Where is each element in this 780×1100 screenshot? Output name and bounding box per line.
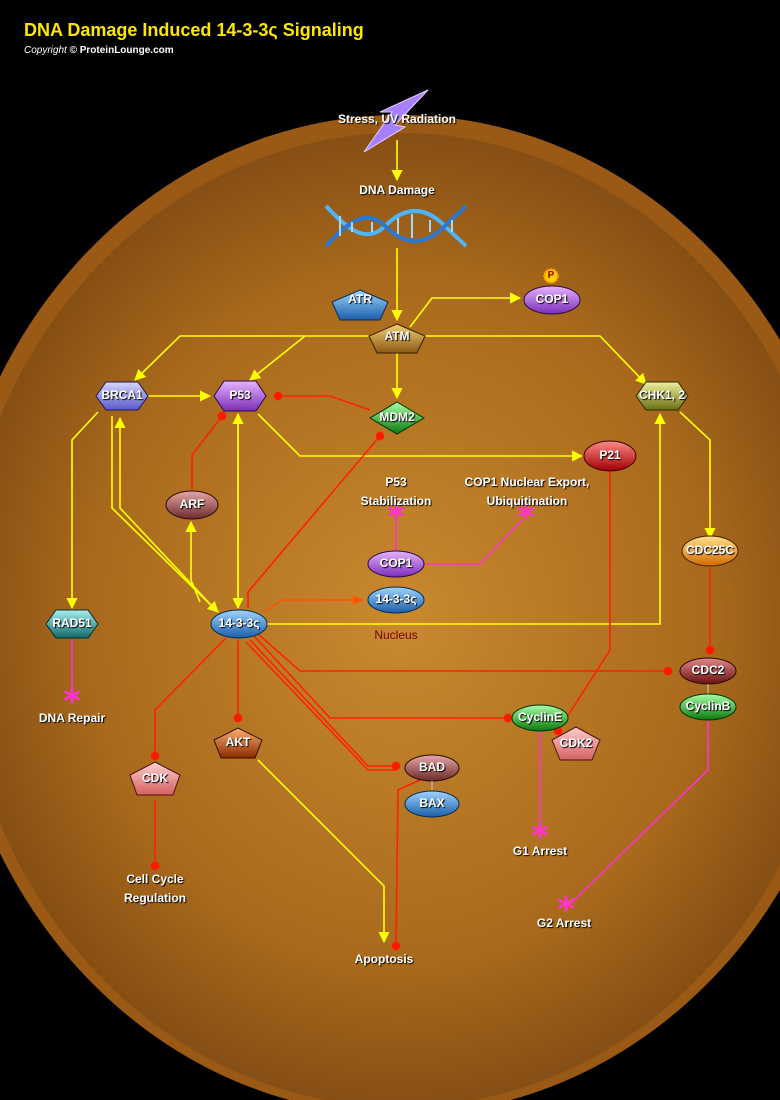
dna-damage-label: DNA Damage	[359, 183, 435, 197]
arf-label: ARF	[179, 497, 205, 511]
cell-cycle-line1: Cell Cycle	[126, 872, 184, 886]
cdk2-label: CDK2	[559, 736, 593, 750]
node-atm[interactable]	[368, 323, 426, 354]
outcome-edges	[71, 519, 709, 907]
activation-edges	[66, 140, 716, 944]
asterisk-icon: *	[557, 890, 575, 930]
node-cdk2[interactable]	[551, 726, 601, 761]
phospho-badge	[543, 268, 559, 284]
dna-repair-label: DNA Repair	[38, 711, 106, 725]
node-cyclinb[interactable]	[679, 693, 737, 721]
brca1-label: BRCA1	[101, 388, 143, 402]
bax-label: BAX	[419, 796, 445, 810]
p53-label: P53	[229, 388, 251, 402]
cdc2-label: CDC2	[691, 663, 725, 677]
node-brca1[interactable]	[95, 381, 149, 411]
node-cop1-mid[interactable]	[367, 550, 425, 578]
atm-label: ATM	[384, 329, 410, 343]
export-arrow	[263, 595, 363, 613]
node-cdc25c[interactable]	[681, 535, 739, 567]
cell-cytoplasm	[0, 133, 780, 1100]
cycline-label: CyclinE	[517, 710, 563, 724]
node-cycline[interactable]	[511, 704, 569, 732]
cdc25c-label: CDC25C	[685, 543, 735, 557]
inhibition-edges	[150, 391, 715, 951]
g1-arrest-label: G1 Arrest	[512, 844, 568, 858]
p21-label: P21	[599, 448, 621, 462]
cop1-export-line1: COP1 Nuclear Export,	[464, 475, 590, 489]
asterisk-icon: *	[387, 498, 405, 538]
cop1-export-line2: Ubiquitination	[486, 494, 568, 508]
node-akt[interactable]	[213, 727, 263, 759]
node-p53[interactable]	[213, 380, 267, 412]
sigma-main-label: 14-3-3ς	[218, 616, 260, 630]
lightning-icon	[363, 89, 429, 153]
atr-label: ATR	[348, 292, 372, 306]
g2-arrest-label: G2 Arrest	[536, 916, 592, 930]
asterisk-icons: * * * * *	[63, 498, 575, 930]
cop1-top-label: COP1	[535, 292, 569, 306]
node-cdk[interactable]	[129, 761, 181, 796]
node-p21[interactable]	[583, 440, 637, 472]
asterisk-icon: *	[531, 817, 549, 857]
node-atr[interactable]	[331, 289, 389, 321]
node-sigma-main[interactable]	[210, 609, 268, 639]
mdm2-label: MDM2	[379, 410, 415, 424]
node-sigma-mid[interactable]	[367, 586, 425, 614]
nucleus-label: Nucleus	[374, 628, 418, 642]
phospho-label: P	[547, 270, 555, 281]
asterisk-icon: *	[63, 682, 81, 722]
node-bax[interactable]	[404, 790, 460, 818]
bad-label: BAD	[419, 760, 445, 774]
chk12-label: CHK1, 2	[638, 388, 686, 402]
cell-cycle-line2: Regulation	[124, 891, 186, 905]
asterisk-icon: *	[517, 498, 535, 538]
rad51-label: RAD51	[52, 616, 92, 630]
cyclinb-label: CyclinB	[685, 699, 731, 713]
copyright: Copyright © ProteinLounge.com	[24, 45, 174, 56]
cdk-label: CDK	[142, 771, 168, 785]
cop1-mid-label: COP1	[379, 556, 413, 570]
node-chk12[interactable]	[635, 381, 689, 411]
p53-stabilization-line1: P53	[385, 475, 407, 489]
node-rad51[interactable]	[45, 609, 99, 639]
p53-stabilization-line2: Stabilization	[360, 494, 432, 508]
copyright-suffix: © ProteinLounge.com	[69, 45, 174, 56]
node-cop1-top[interactable]	[523, 285, 581, 315]
dna-helix-icon	[324, 204, 468, 248]
node-mdm2[interactable]	[369, 401, 425, 435]
node-arf[interactable]	[165, 490, 219, 520]
stimulus-label: Stress, UV Radiation	[337, 112, 457, 126]
apoptosis-label: Apoptosis	[354, 952, 414, 966]
copyright-prefix: Copyright	[24, 45, 67, 56]
akt-label: AKT	[225, 735, 251, 749]
page-title: DNA Damage Induced 14-3-3ς Signaling	[24, 20, 364, 40]
sigma-mid-label: 14-3-3ς	[375, 592, 417, 606]
